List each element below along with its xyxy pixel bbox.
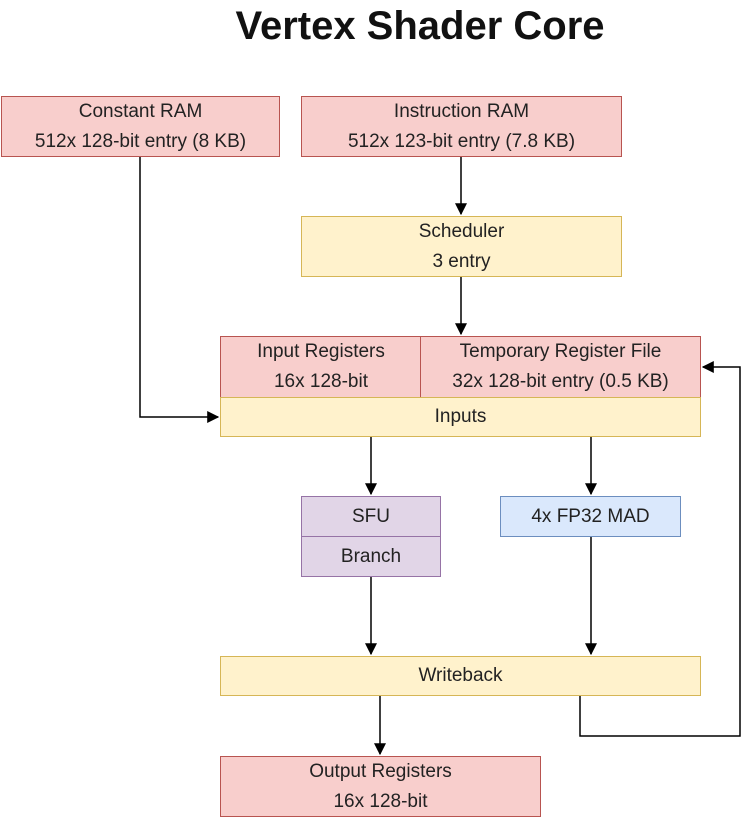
temp-register-file-name: Temporary Register File (459, 341, 662, 362)
fp32-mad-block: 4x FP32 MAD (500, 496, 681, 537)
arrow-writeback-feedback-to-temp-registers (579, 361, 741, 737)
sfu-block: SFU (301, 496, 441, 537)
inputs-label: Inputs (434, 406, 487, 427)
temp-register-file-detail: 32x 128-bit entry (0.5 KB) (452, 371, 669, 392)
temp-register-file-block: Temporary Register File 32x 128-bit entr… (420, 336, 701, 398)
writeback-label: Writeback (418, 665, 503, 686)
instruction-ram-name: Instruction RAM (393, 100, 530, 122)
inputs-block: Inputs (220, 397, 701, 437)
output-registers-block: Output Registers 16x 128-bit (220, 756, 541, 817)
branch-block: Branch (301, 536, 441, 577)
output-registers-name: Output Registers (309, 760, 452, 782)
scheduler-detail: 3 entry (432, 250, 491, 272)
input-registers-detail: 16x 128-bit (273, 371, 368, 392)
constant-ram-detail: 512x 128-bit entry (8 KB) (34, 130, 247, 152)
constant-ram-name: Constant RAM (78, 100, 203, 122)
arrow-constant-ram-to-inputs (139, 157, 220, 423)
output-registers-detail: 16x 128-bit (333, 790, 428, 812)
instruction-ram-block: Instruction RAM 512x 123-bit entry (7.8 … (301, 96, 622, 157)
branch-label: Branch (340, 545, 402, 567)
scheduler-name: Scheduler (418, 220, 505, 242)
writeback-block: Writeback (220, 656, 701, 696)
scheduler-block: Scheduler 3 entry (301, 216, 622, 277)
constant-ram-block: Constant RAM 512x 128-bit entry (8 KB) (1, 96, 280, 157)
sfu-label: SFU (352, 505, 390, 527)
instruction-ram-detail: 512x 123-bit entry (7.8 KB) (347, 130, 576, 152)
input-registers-name: Input Registers (257, 341, 385, 362)
input-registers-block: Input Registers 16x 128-bit (220, 336, 422, 398)
fp32-mad-label: 4x FP32 MAD (531, 505, 650, 527)
diagram-title: Vertex Shader Core (235, 4, 605, 48)
